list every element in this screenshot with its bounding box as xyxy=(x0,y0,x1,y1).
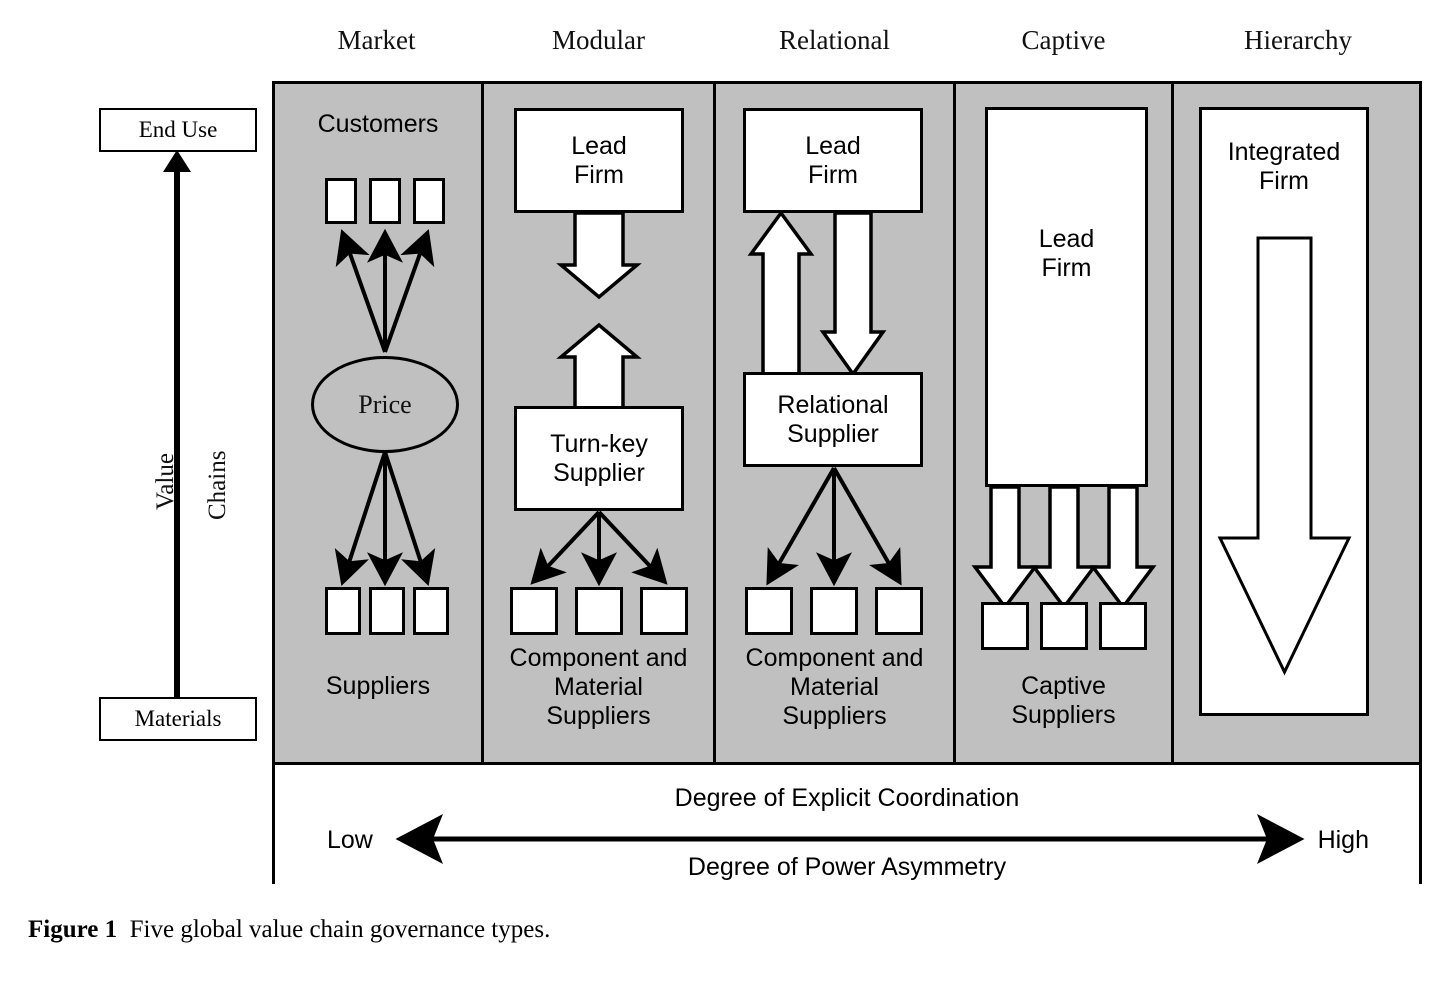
captive-bottom-label: Captive Suppliers xyxy=(1011,672,1116,729)
axis-label-chains: Chains xyxy=(204,450,231,520)
scale-bottom-label: Degree of Power Asymmetry xyxy=(687,853,1007,881)
column-header-hierarchy: Hierarchy xyxy=(1244,25,1352,55)
market-customer-node xyxy=(413,178,445,224)
column-header-relational: Relational xyxy=(779,25,890,55)
modular-turnkey-supplier-box: Turn-key Supplier xyxy=(514,406,684,511)
market-customer-node xyxy=(369,178,401,224)
market-top-label: Customers xyxy=(317,110,439,138)
column-captive: Lead Firm Captive Suppliers xyxy=(956,84,1171,765)
market-customer-node xyxy=(325,178,357,224)
hierarchy-integrated-firm-box: Integrated Firm xyxy=(1199,107,1369,716)
figure-caption-label: Figure 1 xyxy=(28,916,118,943)
relational-bottom-label: Component and Material Suppliers xyxy=(745,644,924,730)
column-header-captive: Captive xyxy=(1021,25,1106,55)
relational-supplier-box: Relational Supplier xyxy=(743,372,923,467)
degree-scale-band: Degree of Explicit Coordination Low High… xyxy=(275,768,1419,884)
figure-caption: Figure 1 Five global value chain governa… xyxy=(28,916,550,944)
modular-lead-firm-box: Lead Firm xyxy=(514,108,684,213)
column-modular: Lead Firm Turn-key Supplier xyxy=(484,84,713,765)
column-divider-2 xyxy=(713,84,716,765)
relational-component-supplier-node xyxy=(875,587,923,635)
figure-caption-text: Five global value chain governance types… xyxy=(129,916,551,943)
captive-lead-firm-box: Lead Firm xyxy=(985,107,1148,487)
column-divider-3 xyxy=(953,84,956,765)
column-header-market: Market xyxy=(337,25,416,55)
market-supplier-node xyxy=(325,587,361,635)
modular-bottom-label: Component and Material Suppliers xyxy=(509,644,688,730)
captive-supplier-node xyxy=(1040,602,1088,650)
market-supplier-node xyxy=(413,587,449,635)
market-bottom-label: Suppliers xyxy=(325,672,431,700)
relational-lead-firm-box: Lead Firm xyxy=(743,108,923,213)
governance-matrix-panel: Customers Price xyxy=(272,81,1422,884)
end-use-box: End Use xyxy=(99,108,257,152)
modular-component-supplier-node xyxy=(640,587,688,635)
axis-label-value: Value xyxy=(152,453,179,510)
column-relational: Lead Firm Relational Supplier xyxy=(716,84,953,765)
column-hierarchy: Integrated Firm xyxy=(1174,84,1425,765)
scale-top-label: Degree of Explicit Coordination xyxy=(674,784,1020,812)
captive-supplier-node xyxy=(981,602,1029,650)
market-price-node: Price xyxy=(311,356,459,453)
column-header-modular: Modular xyxy=(552,25,645,55)
relational-component-supplier-node xyxy=(810,587,858,635)
scale-left-end-label: Low xyxy=(327,826,373,854)
column-divider-1 xyxy=(481,84,484,765)
captive-supplier-node xyxy=(1099,602,1147,650)
scale-right-end-label: High xyxy=(1317,826,1369,854)
modular-component-supplier-node xyxy=(510,587,558,635)
column-market: Customers Price xyxy=(275,84,481,765)
column-divider-4 xyxy=(1171,84,1174,765)
modular-component-supplier-node xyxy=(575,587,623,635)
value-chain-arrow-shaft xyxy=(174,165,180,698)
materials-box: Materials xyxy=(99,697,257,741)
governance-columns-band: Customers Price xyxy=(275,84,1419,765)
market-supplier-node xyxy=(369,587,405,635)
relational-component-supplier-node xyxy=(745,587,793,635)
value-chain-arrowhead-icon xyxy=(163,150,191,172)
